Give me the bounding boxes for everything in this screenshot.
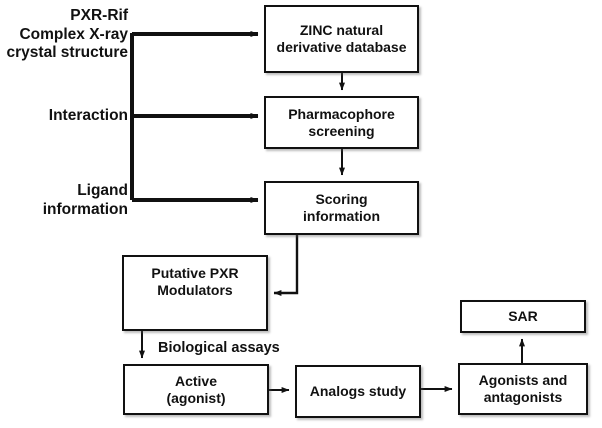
edge-scoring-to-putative: [273, 235, 299, 296]
input-label-ligand-information: Ligand information: [42, 182, 128, 218]
node-zinc-database: ZINC natural derivative database: [264, 5, 419, 73]
node-putative-pxr-modulators: Putative PXR Modulators: [122, 255, 268, 331]
node-active-agonist-label: Active (agonist): [166, 372, 226, 406]
node-agonists-and-antagonists-label: Agonists and antagonists: [478, 372, 568, 405]
node-sar: SAR: [460, 300, 586, 333]
node-sar-label: SAR: [508, 308, 538, 325]
node-analogs-study: Analogs study: [295, 365, 421, 418]
node-active-agonist: Active (agonist): [123, 364, 269, 415]
edge-label-biological-assays: Biological assays: [158, 340, 280, 356]
node-agonists-and-antagonists: Agonists and antagonists: [458, 363, 588, 415]
node-scoring-information-label: Scoring information: [303, 191, 380, 224]
input-label-pxr-rif-structure: PXR-Rif Complex X-ray crystal structure: [6, 7, 128, 62]
node-pharmacophore-screening: Pharmacophore screening: [264, 96, 419, 149]
node-pharmacophore-screening-label: Pharmacophore screening: [288, 105, 395, 139]
input-label-interaction: Interaction: [48, 107, 128, 124]
node-putative-pxr-modulators-label: Putative PXR Modulators: [151, 265, 239, 298]
node-analogs-study-label: Analogs study: [309, 383, 407, 400]
node-scoring-information: Scoring information: [264, 181, 419, 235]
node-zinc-database-label: ZINC natural derivative database: [276, 22, 407, 55]
input-bus-connector: [130, 30, 259, 204]
